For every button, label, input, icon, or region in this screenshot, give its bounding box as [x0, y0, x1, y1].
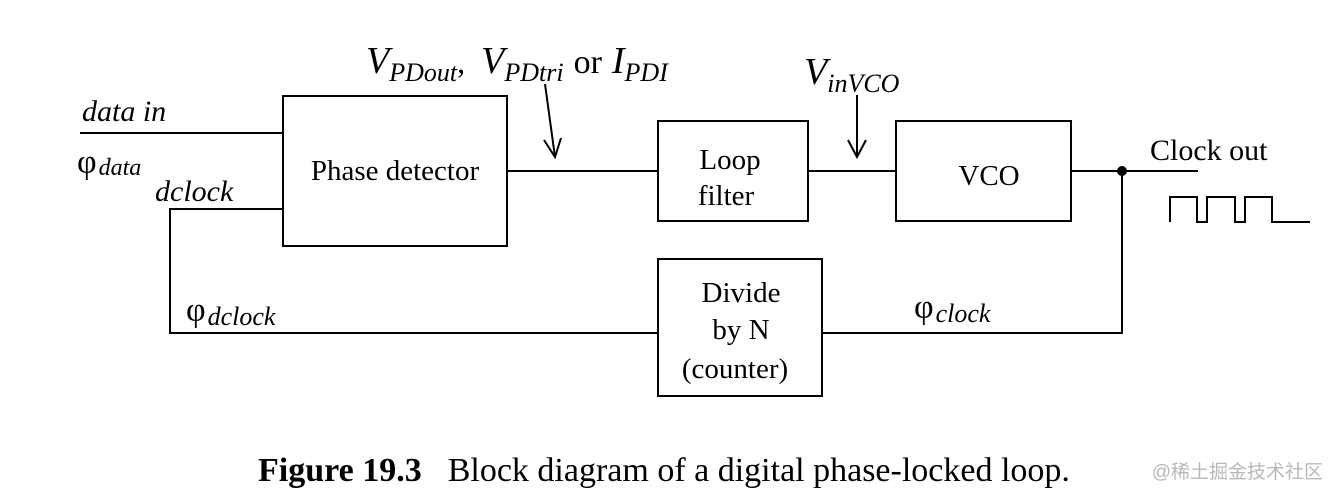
vco-block [895, 120, 1072, 222]
clock-out-label: Clock out [1150, 134, 1268, 167]
phase-detector-block [282, 95, 508, 247]
watermark-text: @稀土掘金技术社区 [1152, 461, 1323, 483]
phi-data-label: φdata [77, 144, 141, 181]
data-in-label: data in [82, 95, 166, 128]
divider-label-line3: (counter) [682, 353, 788, 385]
vco-label: VCO [958, 160, 1019, 192]
junction-dot [1117, 166, 1127, 176]
loop-filter-label-line1: Loop [699, 144, 760, 176]
divider-label-line2: by N [712, 314, 769, 346]
phi-dclock-label: φdclock [186, 292, 276, 331]
feedback-wire [169, 208, 658, 334]
vinvco-arrow [847, 95, 867, 160]
phase-detector-label: Phase detector [311, 155, 480, 187]
loop-filter-label-line2: filter [698, 180, 755, 212]
clock-feedback-wire [822, 171, 1123, 334]
loop-filter-block [657, 120, 809, 222]
clock-waveform-icon [1169, 196, 1310, 223]
vpd-arrow [543, 83, 562, 160]
phi-clock-label: φclock [914, 289, 991, 328]
vinvco-label: VinVCO [804, 51, 900, 98]
dclock-label: dclock [155, 175, 234, 208]
divider-label-line1: Divide [702, 277, 781, 309]
divider-block [657, 258, 823, 397]
